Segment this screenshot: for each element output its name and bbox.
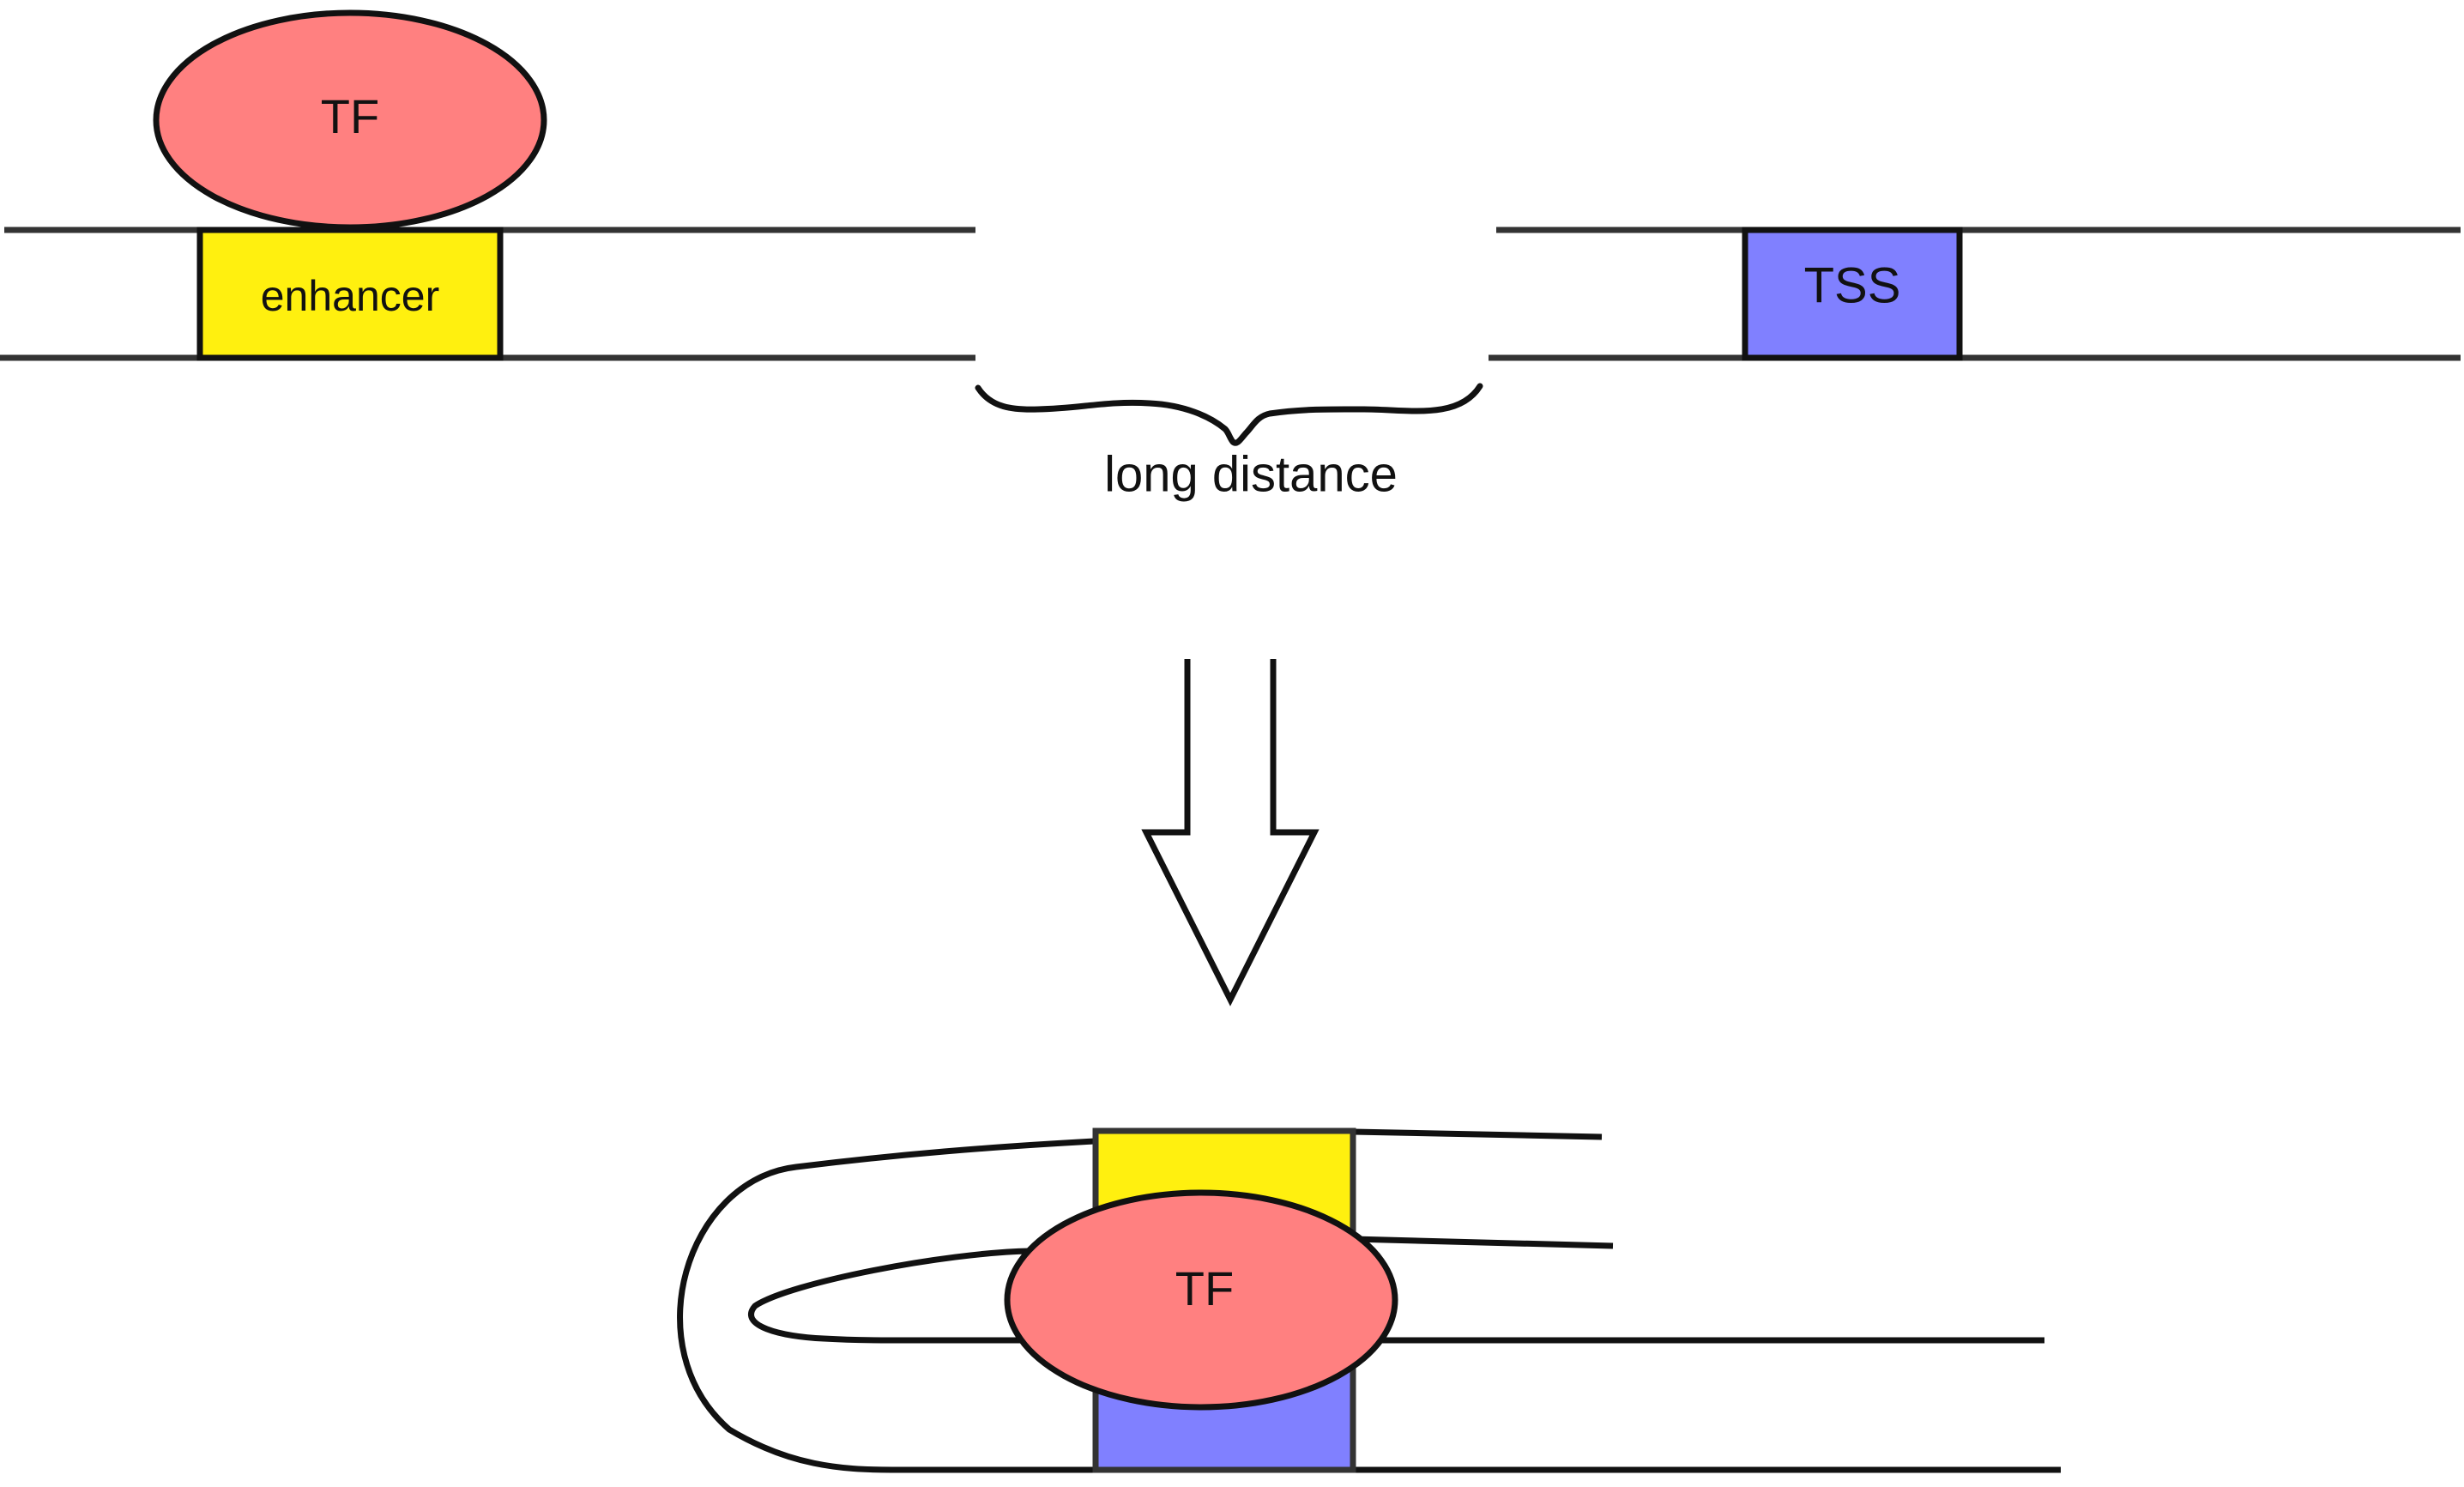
down-arrow: [1141, 659, 1320, 1006]
dna-loop-outer: [677, 1138, 1096, 1473]
enhancer-box: enhancer: [196, 227, 504, 361]
dna-loop-inner: [748, 1248, 1030, 1344]
enhancer-rect: [196, 227, 504, 361]
enhancer-strand-upper-right: [1352, 1128, 1603, 1140]
tf-label-bottom: TF: [1175, 1261, 1234, 1315]
tss-box: TSS: [1742, 227, 1963, 361]
tss-rect: [1742, 227, 1963, 361]
tf-protein-top: TF: [153, 9, 547, 231]
top-dna-segment-right: [1489, 227, 2461, 361]
tss-label: TSS: [1804, 257, 1901, 313]
tf-ellipse-bottom: [1004, 1189, 1398, 1411]
distance-brace: [975, 383, 1483, 446]
enhancer-strand-lower-right: [1352, 1236, 1614, 1249]
tf-ellipse-top: [153, 9, 547, 231]
distance-label: long distance: [1104, 446, 1398, 502]
tf-protein-bottom: TF: [1004, 1189, 1398, 1411]
enhancer-label: enhancer: [261, 272, 440, 320]
tf-label-top: TF: [321, 89, 379, 143]
